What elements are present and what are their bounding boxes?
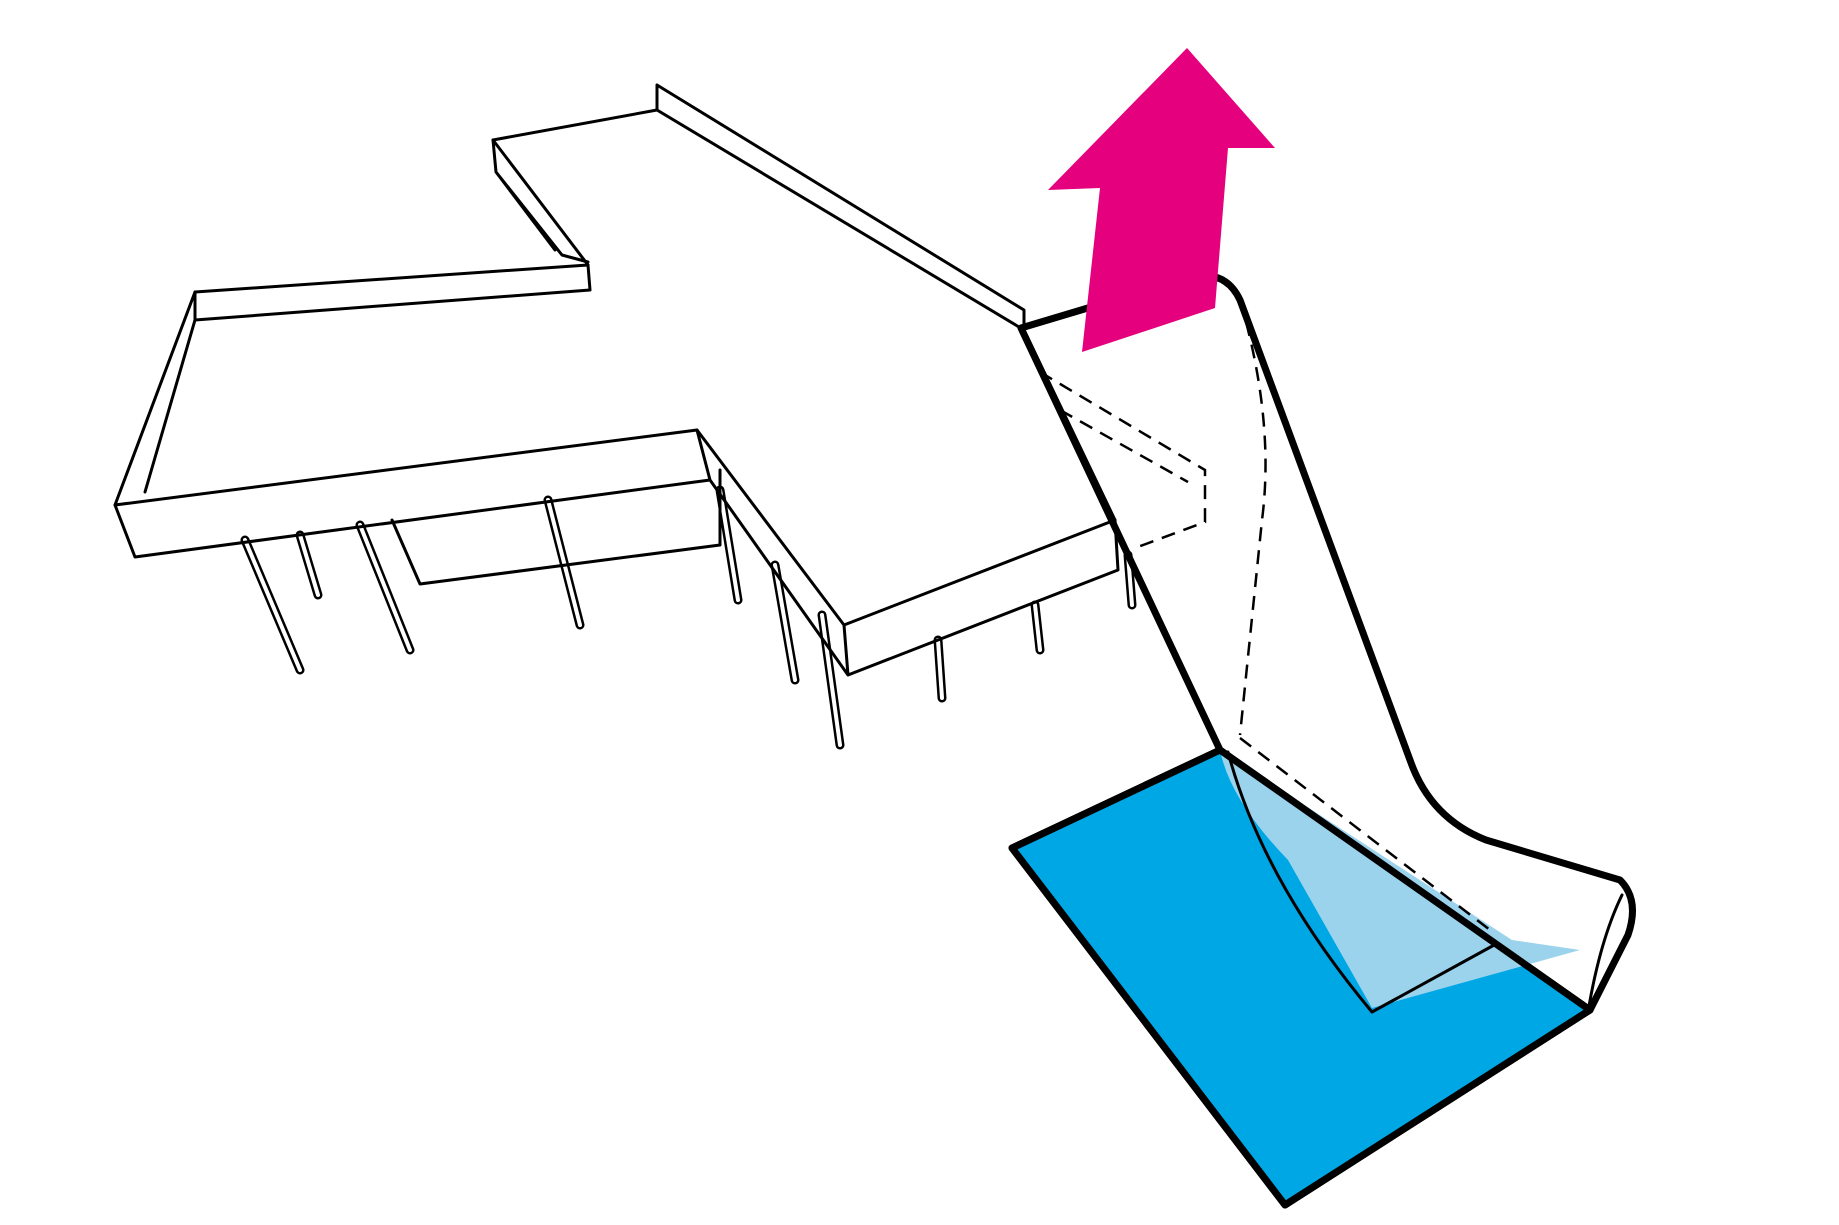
support-column-core: [936, 638, 944, 700]
support-columns: [240, 485, 1137, 750]
support-column-core: [1033, 603, 1042, 652]
support-column-core: [820, 613, 842, 747]
support-column-core: [358, 523, 412, 652]
water-pool: [1008, 737, 1594, 1209]
support-column-core: [243, 538, 302, 672]
support-column-core: [298, 533, 320, 597]
upward-arrow: [1048, 48, 1275, 352]
support-column-core: [718, 488, 740, 602]
support-column-core: [546, 498, 582, 627]
curved-ramp-volume: [1017, 272, 1636, 1014]
support-column-core: [773, 563, 797, 682]
undercroft-frame: [390, 468, 722, 586]
